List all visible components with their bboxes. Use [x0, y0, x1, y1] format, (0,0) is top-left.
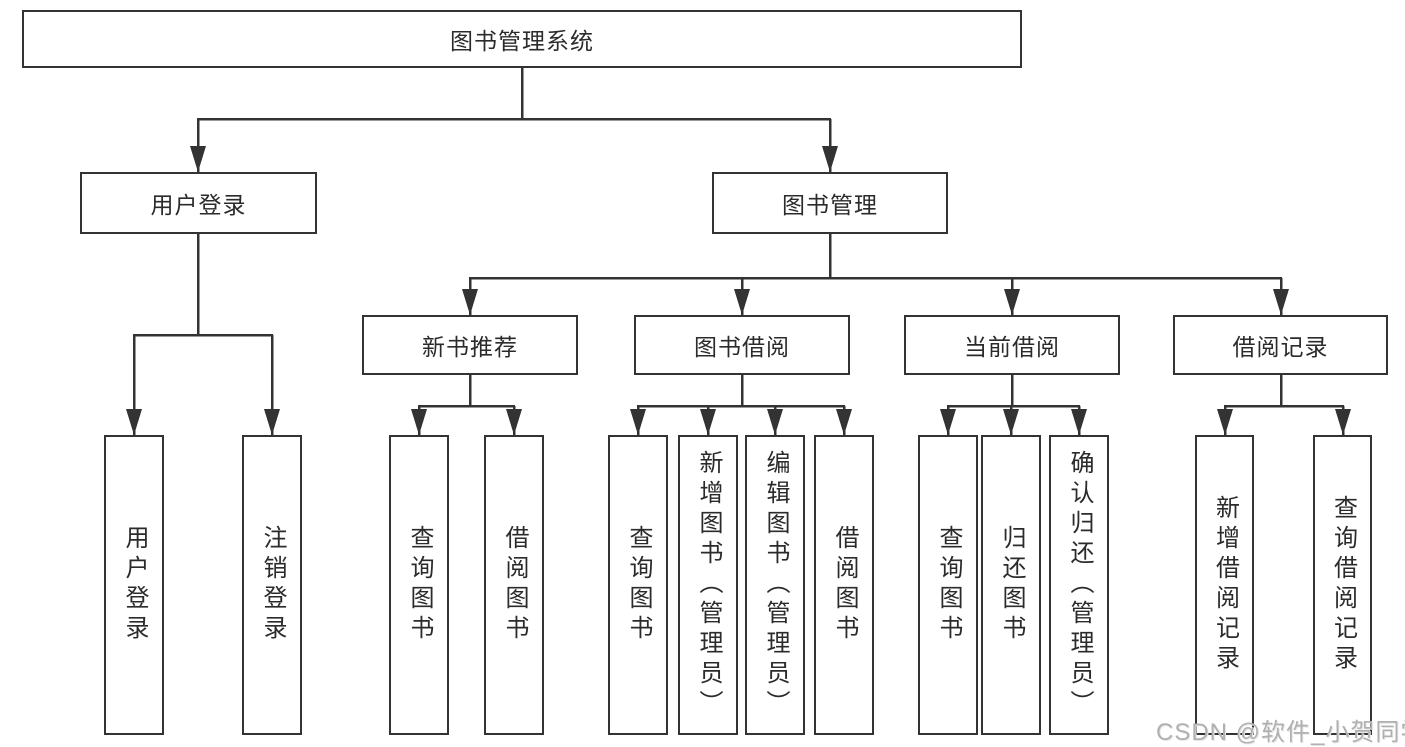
leaf-cb-query-books: 查询图书 — [918, 435, 978, 735]
leaf-bb-borrow-books-label: 借阅图书 — [831, 525, 858, 645]
leaf-logout-label: 注销登录 — [259, 525, 286, 645]
node-book-management: 图书管理 — [712, 172, 948, 234]
node-new-book-recommend-label: 新书推荐 — [422, 334, 518, 360]
leaf-bb-query-books: 查询图书 — [608, 435, 668, 735]
node-current-borrow-label: 当前借阅 — [964, 334, 1060, 360]
node-new-book-recommend: 新书推荐 — [362, 315, 578, 375]
leaf-bb-edit-books-admin: 编辑图书（管理员） — [745, 435, 805, 735]
leaf-cb-confirm-return-admin: 确认归还（管理员） — [1049, 435, 1109, 735]
leaf-cb-confirm-return-admin-label: 确认归还（管理员） — [1066, 450, 1093, 720]
node-user-login: 用户登录 — [80, 172, 317, 234]
leaf-user-login: 用户登录 — [104, 435, 164, 735]
leaf-rec-query-borrow-record: 查询借阅记录 — [1313, 435, 1372, 735]
leaf-bb-borrow-books: 借阅图书 — [814, 435, 874, 735]
node-borrow-records: 借阅记录 — [1173, 315, 1388, 375]
leaf-user-login-label: 用户登录 — [121, 525, 148, 645]
node-current-borrow: 当前借阅 — [904, 315, 1120, 375]
leaf-nb-borrow-books: 借阅图书 — [484, 435, 544, 735]
node-user-login-label: 用户登录 — [150, 192, 247, 218]
node-root-label: 图书管理系统 — [450, 28, 594, 54]
leaf-cb-query-books-label: 查询图书 — [935, 525, 962, 645]
leaf-logout: 注销登录 — [242, 435, 302, 735]
node-book-borrow: 图书借阅 — [634, 315, 850, 375]
leaf-cb-return-books: 归还图书 — [981, 435, 1041, 735]
leaf-bb-add-books-admin-label: 新增图书（管理员） — [695, 450, 722, 720]
leaf-nb-query-books-label: 查询图书 — [406, 525, 433, 645]
leaf-nb-query-books: 查询图书 — [389, 435, 449, 735]
csdn-watermark: CSDN @软件_小贺同学 — [1156, 719, 1405, 746]
leaf-cb-return-books-label: 归还图书 — [998, 525, 1025, 645]
leaf-rec-add-borrow-record: 新增借阅记录 — [1195, 435, 1254, 735]
leaf-nb-borrow-books-label: 借阅图书 — [501, 525, 528, 645]
node-book-borrow-label: 图书借阅 — [694, 334, 790, 360]
node-root: 图书管理系统 — [22, 10, 1022, 68]
leaf-rec-query-borrow-record-label: 查询借阅记录 — [1329, 495, 1357, 675]
leaf-bb-edit-books-admin-label: 编辑图书（管理员） — [762, 450, 789, 720]
leaf-bb-add-books-admin: 新增图书（管理员） — [678, 435, 738, 735]
node-borrow-records-label: 借阅记录 — [1232, 334, 1329, 360]
leaf-bb-query-books-label: 查询图书 — [625, 525, 652, 645]
node-book-management-label: 图书管理 — [782, 192, 878, 218]
leaf-rec-add-borrow-record-label: 新增借阅记录 — [1211, 495, 1239, 675]
